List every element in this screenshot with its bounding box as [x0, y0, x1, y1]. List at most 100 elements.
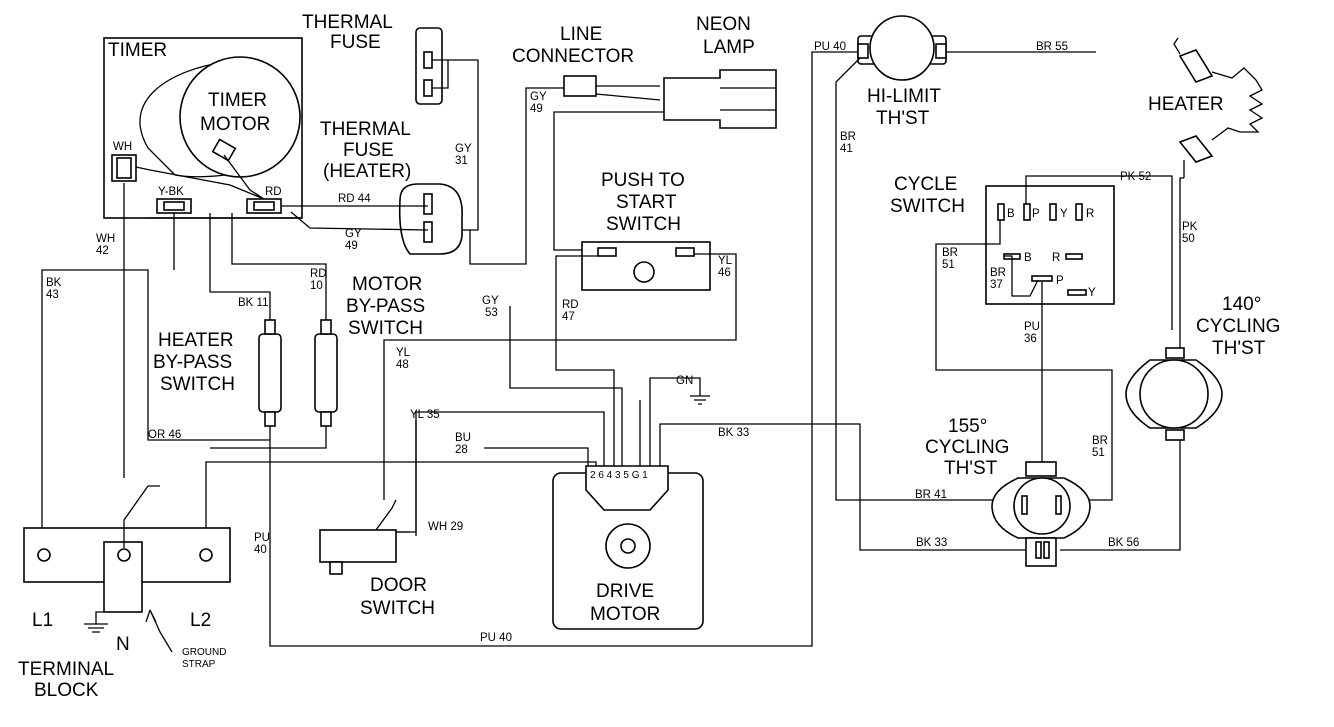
terminal-block: L1 L2 N TERMINAL BLOCK GROUND STRAP	[18, 485, 231, 701]
motor-pins-label: 2 6 4 3 5 G 1	[590, 470, 648, 481]
wire-pu40-label-2: 40	[254, 544, 267, 556]
cycle-b1: B	[1007, 208, 1015, 220]
cycle-switch-label: CYCLE	[894, 174, 957, 195]
cycle-p1: P	[1032, 208, 1040, 220]
thermal-fuse-label-2: FUSE	[330, 32, 381, 53]
heater-label: HEATER	[1148, 94, 1224, 115]
cycle-switch: B P Y R B R P Y CYCLE SWITCH PK 52 BR 51…	[890, 171, 1173, 501]
wire-bu28-label-2: 28	[455, 444, 468, 456]
thermal-fuse-label: THERMAL	[302, 12, 393, 33]
wire-rd10-label: RD	[310, 268, 327, 280]
door-switch-label-2: SWITCH	[360, 598, 435, 619]
ground-strap-label: GROUND	[182, 647, 226, 658]
drive-motor: 2 6 4 3 5 G 1 DRIVE MOTOR GY 53 GN BK 33	[482, 295, 1026, 630]
timer-motor-label-2: MOTOR	[200, 114, 270, 135]
wire-wh29-label: WH 29	[428, 521, 463, 533]
wire-or46-label: OR 46	[148, 429, 181, 441]
thermal-fuse-heater-label: THERMAL	[320, 119, 411, 140]
wire-br41-label-2: 41	[840, 143, 853, 155]
cycle-y2: Y	[1088, 287, 1096, 299]
cycling-thermostat-140: 140° CYCLING TH'ST BK 56	[1060, 294, 1280, 551]
l1-label: L1	[32, 610, 53, 631]
wire-wh42-label: WH	[96, 233, 115, 245]
push-start-label-2: START	[616, 192, 677, 213]
cycling155-label: 155°	[948, 416, 987, 437]
cycle-y1: Y	[1060, 208, 1068, 220]
motor-bypass-label-3: SWITCH	[348, 318, 423, 339]
motor-bypass-switch: MOTOR BY-PASS SWITCH	[314, 274, 425, 427]
heater-bypass-label: HEATER	[158, 330, 234, 351]
drive-motor-label: DRIVE	[596, 581, 654, 602]
wire-br55-label: BR 55	[1036, 41, 1068, 53]
wire-yl35-label: YL 35	[410, 409, 440, 421]
wire-pu40b-label: PU 40	[480, 632, 512, 644]
wire-gy49b-label: GY	[530, 91, 547, 103]
cycle-r1: R	[1086, 208, 1094, 220]
neon-lamp: NEON LAMP	[553, 14, 777, 251]
wire-br37-label: BR	[990, 267, 1006, 279]
wire-br51b-label: BR	[1092, 435, 1108, 447]
wire-yl46-label-2: 46	[718, 267, 731, 279]
hi-limit-thermostat: BR 55 HI-LIMIT TH'ST BR 41 BR 41	[835, 15, 1096, 501]
wire-gy31-label-2: 31	[455, 155, 468, 167]
wire-pu40c-label: PU 40	[814, 41, 846, 53]
terminal-block-label: TERMINAL	[18, 659, 114, 680]
l2-label: L2	[190, 610, 211, 631]
hi-limit-label: HI-LIMIT	[867, 86, 941, 107]
cycling140-label-2: CYCLING	[1196, 316, 1280, 337]
push-start-label-3: SWITCH	[606, 214, 681, 235]
wire-yl48-label: YL	[396, 347, 411, 359]
timer-motor-label: TIMER	[208, 90, 267, 111]
wire-pk52-label: PK 52	[1120, 171, 1151, 183]
motor-bypass-label: MOTOR	[352, 274, 422, 295]
wire-pu36-label: PU	[1024, 321, 1040, 333]
wire-wh-label: WH	[113, 141, 132, 153]
line-connector: LINE CONNECTOR GY 49	[469, 24, 661, 265]
terminal-block-label-2: BLOCK	[34, 680, 99, 701]
thermal-fuse-heater: THERMAL FUSE (HEATER) RD 44 GY 49	[281, 119, 463, 255]
wire-pu40-label: PU	[254, 532, 270, 544]
wire-rd47-label-2: 47	[562, 311, 575, 323]
cycling-thermostat-155: 155° CYCLING TH'ST BK 33	[916, 416, 1091, 567]
wire-gy53-label-2: 53	[485, 307, 498, 319]
wire-rd47-label: RD	[562, 299, 579, 311]
line-connector-label-2: CONNECTOR	[512, 46, 634, 67]
wire-rd44-label: RD 44	[338, 193, 371, 205]
wire-ybk-label: Y-BK	[158, 186, 184, 198]
wire-br37-label-2: 37	[990, 279, 1003, 291]
wire-rd10-label-2: 10	[310, 280, 323, 292]
timer-label: TIMER	[108, 40, 167, 61]
cycle-b2: B	[1024, 252, 1032, 264]
wire-gy49b-label-2: 49	[530, 103, 543, 115]
neon-lamp-label-2: LAMP	[703, 37, 755, 58]
wire-br41-label: BR	[840, 131, 856, 143]
cycle-p2: P	[1056, 275, 1064, 287]
wire-bk43-label-2: 43	[46, 289, 59, 301]
wire-yl48-label-2: 48	[396, 359, 409, 371]
wire-pu36-label-2: 36	[1024, 333, 1037, 345]
wire-bu28-label: BU	[455, 432, 471, 444]
heater-bypass-label-2: BY-PASS	[153, 352, 232, 373]
door-switch-label: DOOR	[370, 575, 427, 596]
cycle-r2: R	[1052, 252, 1060, 264]
left-wiring: WH 42 BK 43 BK 11 RD 10 OR 46 PU 40 PU 4…	[41, 41, 860, 647]
thermal-fuse-heater-label-2: FUSE	[343, 140, 394, 161]
wire-bk33b-label: BK 33	[916, 537, 947, 549]
wire-gy53-label: GY	[482, 295, 499, 307]
wire-gy49-label-2: 49	[345, 240, 358, 252]
wire-bk56-label: BK 56	[1108, 537, 1139, 549]
door-switch: DOOR SWITCH YL 48 YL 35 BU 28 WH 29	[319, 347, 605, 619]
wire-br51b-label-2: 51	[1092, 447, 1105, 459]
push-start-label: PUSH TO	[601, 170, 685, 191]
wire-gy49-label: GY	[345, 228, 362, 240]
n-label: N	[116, 634, 130, 655]
neon-lamp-label: NEON	[696, 14, 751, 35]
wire-bk33-label: BK 33	[718, 427, 749, 439]
heater-bypass-label-3: SWITCH	[160, 374, 235, 395]
wire-br51-label: BR	[942, 247, 958, 259]
wire-wh42-label-2: 42	[96, 245, 109, 257]
push-to-start-switch: PUSH TO START SWITCH YL 46 RD 47	[383, 170, 737, 500]
wire-br41b-label: BR 41	[915, 489, 947, 501]
wire-bk43-label: BK	[46, 277, 62, 289]
hi-limit-label-2: TH'ST	[876, 108, 930, 129]
